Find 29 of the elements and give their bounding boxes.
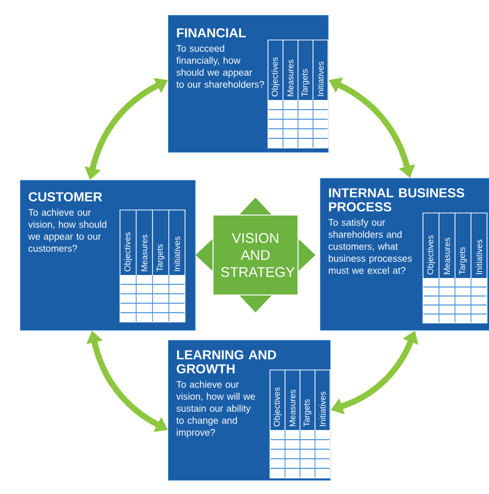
heading: FINANCIAL: [177, 28, 246, 38]
direction-arrow: [298, 239, 316, 271]
column-header: Objectives: [124, 232, 132, 272]
column-header: Initiatives: [317, 62, 324, 96]
direction-arrow: [196, 239, 213, 271]
heading: INTERNAL BUSINESS PROCESS: [329, 188, 464, 212]
column-header: Targets: [459, 247, 467, 275]
column-header: Measures: [141, 234, 148, 272]
column-header: Measures: [290, 390, 296, 426]
heading: LEARNING AND GROWTH: [176, 350, 276, 374]
question-text: To succeed financially, how should we appear to our shareholders?: [176, 44, 264, 88]
column-header: Initiatives: [174, 236, 180, 272]
column-header: Objectives: [272, 57, 280, 96]
question-text: To achieve our vision, how will we sustain our ability to change and improve?: [176, 380, 255, 438]
direction-arrow: [240, 295, 272, 312]
column-header: Measures: [444, 238, 450, 274]
direction-arrow: [240, 198, 272, 215]
center-box: VISION AND STRATEGY: [212, 214, 298, 296]
heading: CUSTOMER: [28, 192, 102, 202]
column-header: Targets: [304, 399, 312, 427]
column-header: Targets: [302, 69, 310, 97]
column-header: Objectives: [427, 235, 435, 274]
column-header: Initiatives: [319, 392, 326, 426]
column-header: Initiatives: [476, 240, 482, 274]
question-text: To satisfy our shareholders and customers, what business processes must we excel at?: [328, 218, 412, 274]
column-header: Measures: [288, 60, 294, 96]
question-text: To achieve our vision, how should we appear to our customers?: [28, 208, 106, 252]
column-header: Targets: [156, 244, 164, 272]
column-header: Objectives: [274, 387, 282, 426]
